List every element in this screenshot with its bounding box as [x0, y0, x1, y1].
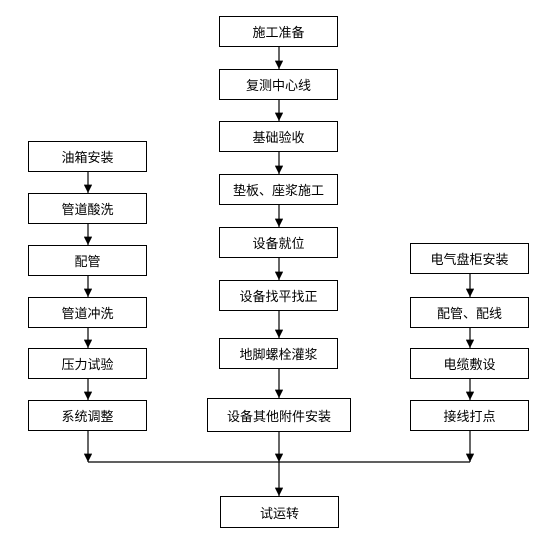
left-step-2: 管道酸洗: [28, 193, 147, 224]
right-step-1: 电气盘柜安装: [410, 243, 529, 274]
center-step-5: 设备就位: [219, 227, 338, 258]
center-step-4: 垫板、座浆施工: [219, 174, 338, 205]
left-step-3: 配管: [28, 245, 147, 276]
left-step-5: 压力试验: [28, 348, 147, 379]
center-step-6: 设备找平找正: [219, 280, 338, 311]
left-step-4: 管道冲洗: [28, 297, 147, 328]
left-step-1: 油箱安装: [28, 141, 147, 172]
final-step: 试运转: [220, 496, 339, 528]
center-step-1: 施工准备: [219, 16, 338, 47]
right-step-2: 配管、配线: [410, 297, 529, 328]
right-step-4: 接线打点: [410, 400, 529, 431]
flow-connectors: [83, 47, 475, 496]
left-step-6: 系统调整: [28, 400, 147, 431]
center-step-2: 复测中心线: [219, 69, 338, 100]
right-step-3: 电缆敷设: [410, 348, 529, 379]
center-step-8: 设备其他附件安装: [207, 398, 351, 432]
center-step-7: 地脚螺栓灌浆: [219, 338, 338, 369]
center-step-3: 基础验收: [219, 121, 338, 152]
